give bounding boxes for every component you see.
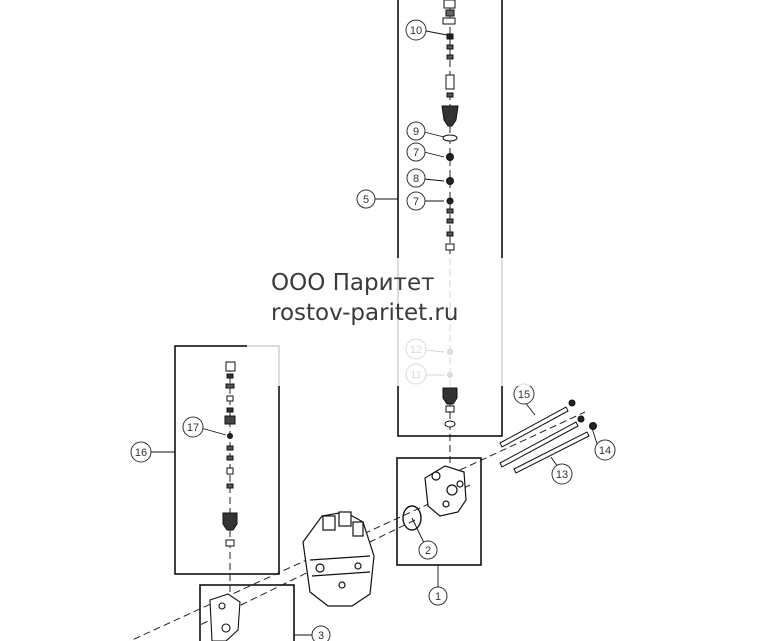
callout-16: 16 xyxy=(130,441,152,463)
callout-9: 9 xyxy=(406,121,426,141)
leader-lines xyxy=(150,30,599,636)
callout-10-label: 10 xyxy=(410,25,422,37)
callout-16-label: 16 xyxy=(135,447,147,459)
tie-rods xyxy=(499,399,597,474)
housing-part xyxy=(402,465,467,531)
assembly-3-part xyxy=(209,593,241,641)
assembly-16-parts xyxy=(222,361,238,547)
callout-14-label: 14 xyxy=(599,445,611,457)
callout-13-label: 13 xyxy=(556,469,568,481)
callout-2: 2 xyxy=(418,540,438,560)
watermark-backdrop xyxy=(247,258,535,386)
callout-1-label: 1 xyxy=(435,591,441,603)
callout-7-upper: 7 xyxy=(406,142,426,162)
valve-body xyxy=(302,511,375,607)
box-assembly-1 xyxy=(396,457,482,566)
watermark: ООО Паритет rostov-paritet.ru xyxy=(271,268,458,328)
callout-10: 10 xyxy=(405,19,427,41)
callout-15-label: 15 xyxy=(518,389,530,401)
callout-9-label: 9 xyxy=(413,126,419,138)
callout-7-lower-label: 7 xyxy=(413,196,419,208)
box-assembly-16 xyxy=(174,345,280,575)
callout-2-label: 2 xyxy=(425,545,431,557)
callout-5: 5 xyxy=(356,189,376,209)
callout-1: 1 xyxy=(428,586,448,606)
callout-15: 15 xyxy=(513,383,535,405)
callouts: 10 9 7 8 7 5 12 11 xyxy=(130,19,616,641)
callout-14: 14 xyxy=(594,439,616,461)
callout-17: 17 xyxy=(182,416,204,438)
callout-7-upper-label: 7 xyxy=(413,147,419,159)
watermark-url: rostov-paritet.ru xyxy=(271,300,459,326)
callout-17-label: 17 xyxy=(187,422,199,434)
callout-3-label: 3 xyxy=(318,630,324,641)
callout-5-label: 5 xyxy=(363,194,369,206)
watermark-company: ООО Паритет xyxy=(271,270,435,296)
callout-7-lower: 7 xyxy=(406,191,426,211)
callout-3: 3 xyxy=(311,625,331,641)
callout-13: 13 xyxy=(551,463,573,485)
box-assembly-3 xyxy=(199,584,295,641)
callout-8-label: 8 xyxy=(413,173,419,185)
callout-8: 8 xyxy=(406,168,426,188)
